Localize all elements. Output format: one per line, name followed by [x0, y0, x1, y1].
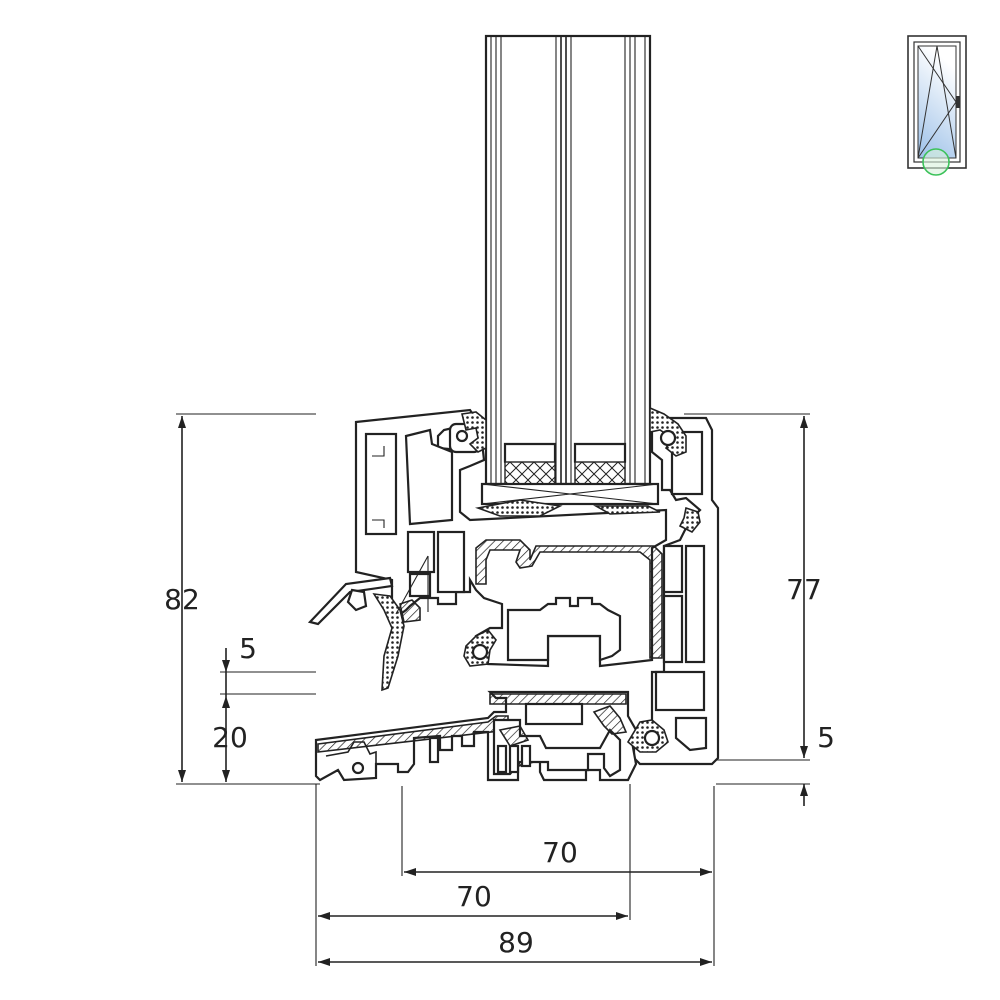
glazing-unit: [480, 34, 660, 506]
dim-label-frame-width: 70: [456, 880, 492, 913]
dimension-lines: [176, 413, 810, 966]
dim-label-sill-height: 20: [212, 721, 248, 754]
dim-label-bottom-offset: 5: [817, 721, 835, 754]
tilt-turn-window-icon: [907, 35, 967, 176]
dim-label-top-offset: 5: [239, 632, 257, 665]
sash-profile: [354, 408, 668, 668]
section-marker-circle: [922, 148, 950, 176]
drip-flap: [307, 555, 429, 692]
dim-label-sash-height: 77: [786, 573, 822, 606]
dim-label-total-width: 89: [498, 926, 534, 959]
sill-profile: [314, 690, 638, 782]
gaskets: [461, 406, 701, 753]
frame-profile: [632, 416, 720, 766]
dim-label-sash-width: 70: [542, 836, 578, 869]
dim-label-total-height: 82: [164, 583, 200, 616]
